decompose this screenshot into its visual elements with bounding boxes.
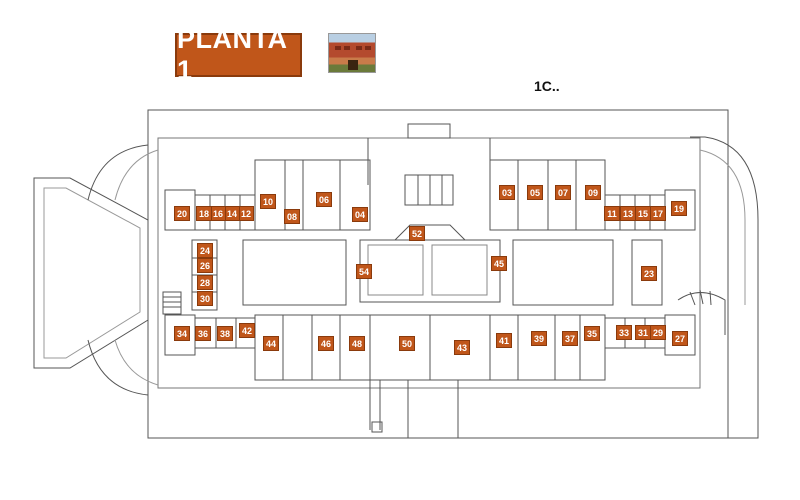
building-photo	[328, 33, 376, 73]
room-label-28: 28	[197, 275, 213, 290]
room-label-06: 06	[316, 192, 332, 207]
room-label-12: 12	[238, 206, 254, 221]
room-label-09: 09	[585, 185, 601, 200]
room-label-54: 54	[356, 264, 372, 279]
room-label-08: 08	[284, 209, 300, 224]
section-code: 1C..	[534, 78, 560, 94]
room-label-17: 17	[650, 206, 666, 221]
room-label-46: 46	[318, 336, 334, 351]
room-label-14: 14	[224, 206, 240, 221]
room-label-07: 07	[555, 185, 571, 200]
room-label-52: 52	[409, 226, 425, 241]
room-label-10: 10	[260, 194, 276, 209]
room-label-31: 31	[635, 325, 651, 340]
room-label-39: 39	[531, 331, 547, 346]
room-label-27: 27	[672, 331, 688, 346]
room-label-45: 45	[491, 256, 507, 271]
room-label-20: 20	[174, 206, 190, 221]
room-label-43: 43	[454, 340, 470, 355]
room-label-50: 50	[399, 336, 415, 351]
room-label-30: 30	[197, 291, 213, 306]
room-label-34: 34	[174, 326, 190, 341]
room-label-13: 13	[620, 206, 636, 221]
room-label-15: 15	[635, 206, 651, 221]
room-label-05: 05	[527, 185, 543, 200]
room-label-19: 19	[671, 201, 687, 216]
room-label-03: 03	[499, 185, 515, 200]
room-label-33: 33	[616, 325, 632, 340]
room-label-23: 23	[641, 266, 657, 281]
room-label-42: 42	[239, 323, 255, 338]
room-label-35: 35	[584, 326, 600, 341]
room-label-44: 44	[263, 336, 279, 351]
room-label-29: 29	[650, 325, 666, 340]
room-label-11: 11	[604, 206, 620, 221]
room-label-37: 37	[562, 331, 578, 346]
room-label-38: 38	[217, 326, 233, 341]
room-label-41: 41	[496, 333, 512, 348]
room-label-18: 18	[196, 206, 212, 221]
room-label-26: 26	[197, 258, 213, 273]
room-label-16: 16	[210, 206, 226, 221]
room-label-04: 04	[352, 207, 368, 222]
room-label-36: 36	[195, 326, 211, 341]
room-label-24: 24	[197, 243, 213, 258]
room-label-48: 48	[349, 336, 365, 351]
